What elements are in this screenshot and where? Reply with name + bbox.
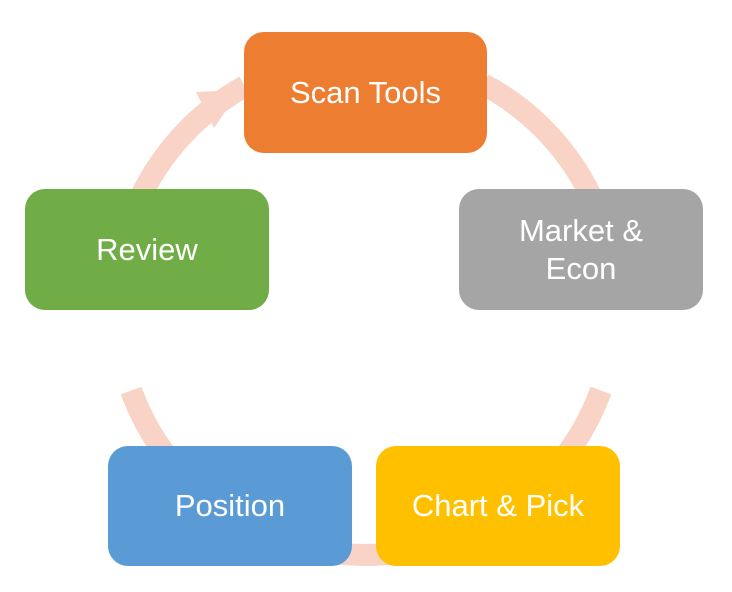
node-market-econ: Market & Econ bbox=[459, 189, 703, 310]
node-label-market-econ: Market & Econ bbox=[518, 213, 644, 286]
node-label-chart-pick: Chart & Pick bbox=[411, 488, 585, 524]
node-position: Position bbox=[108, 446, 352, 566]
node-scan-tools: Scan Tools bbox=[244, 32, 487, 153]
node-label-review: Review bbox=[96, 231, 198, 267]
node-chart-pick: Chart & Pick bbox=[376, 446, 620, 566]
node-label-scan-tools: Scan Tools bbox=[289, 74, 442, 110]
cycle-arrowhead-icon bbox=[196, 90, 240, 128]
node-label-position: Position bbox=[174, 488, 286, 524]
node-review: Review bbox=[25, 189, 269, 310]
